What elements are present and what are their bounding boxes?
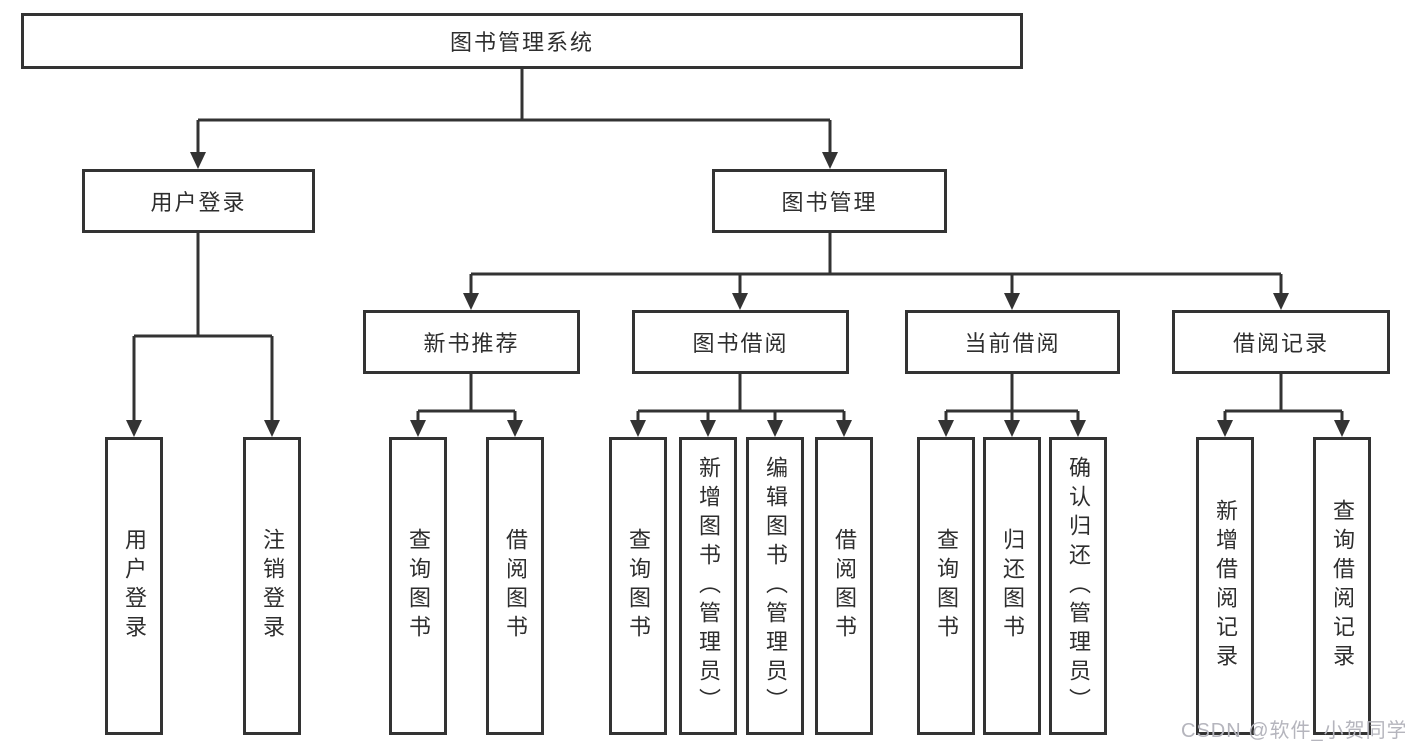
leaf-query-books-borrow: 查询图书 (609, 437, 667, 735)
leaf-label: 查询图书 (626, 528, 651, 644)
leaf-label: 查询图书 (406, 528, 431, 644)
leaf-label: 归还图书 (1000, 528, 1025, 644)
arrowheads (126, 152, 1350, 437)
arrowhead (1070, 420, 1086, 437)
watermark: CSDN @软件_小贺同学 (1181, 720, 1405, 742)
node-current-borrow: 当前借阅 (905, 310, 1120, 374)
arrowhead (938, 420, 954, 437)
leaf-confirm-return-admin: 确认归还（管理员） (1049, 437, 1107, 735)
leaf-label: 确认归还（管理员） (1066, 455, 1091, 717)
arrowhead (190, 152, 206, 169)
leaf-borrow-books-newbooks: 借阅图书 (486, 437, 544, 735)
arrowhead (1217, 420, 1233, 437)
leaf-label: 用户登录 (122, 528, 147, 644)
arrowhead (822, 152, 838, 169)
arrowhead (732, 293, 748, 310)
leaf-label: 查询图书 (934, 528, 959, 644)
arrowhead (1004, 293, 1020, 310)
leaf-add-books-admin: 新增图书（管理员） (679, 437, 737, 735)
leaf-add-borrow-record: 新增借阅记录 (1196, 437, 1254, 735)
leaf-logout: 注销登录 (243, 437, 301, 735)
node-borrow-records-label: 借阅记录 (1232, 331, 1329, 356)
leaf-label: 查询借阅记录 (1330, 499, 1355, 673)
leaf-query-borrow-record: 查询借阅记录 (1313, 437, 1371, 735)
connector-current-borrow-children (944, 374, 1080, 423)
arrowhead (1004, 420, 1020, 437)
node-new-books-label: 新书推荐 (423, 331, 520, 356)
leaf-query-books-current: 查询图书 (917, 437, 975, 735)
leaf-edit-books-admin: 编辑图书（管理员） (746, 437, 804, 735)
leaf-borrow-books-borrow: 借阅图书 (815, 437, 873, 735)
leaf-label: 借阅图书 (832, 528, 857, 644)
arrowhead (767, 420, 783, 437)
arrowhead (264, 420, 280, 437)
leaf-label: 编辑图书（管理员） (763, 455, 788, 717)
connector-book-borrow-children (636, 374, 846, 423)
node-root: 图书管理系统 (21, 13, 1023, 69)
leaf-return-books: 归还图书 (983, 437, 1041, 735)
arrowhead (1334, 420, 1350, 437)
node-borrow-records: 借阅记录 (1172, 310, 1390, 374)
arrowhead (700, 420, 716, 437)
arrowhead (630, 420, 646, 437)
connector-user-login-children (132, 233, 274, 423)
leaf-label: 新增借阅记录 (1213, 499, 1238, 673)
node-user-login-label: 用户登录 (150, 190, 247, 215)
node-book-borrow: 图书借阅 (632, 310, 849, 374)
node-new-books: 新书推荐 (363, 310, 580, 374)
leaf-label: 注销登录 (260, 528, 285, 644)
node-root-label: 图书管理系统 (449, 30, 594, 55)
leaf-label: 新增图书（管理员） (696, 455, 721, 717)
node-book-mgmt-label: 图书管理 (781, 190, 878, 215)
arrowhead (463, 293, 479, 310)
connector-root-to-level2 (196, 69, 832, 155)
node-user-login: 用户登录 (82, 169, 315, 233)
leaf-label: 借阅图书 (503, 528, 528, 644)
arrowhead (836, 420, 852, 437)
arrowhead (1273, 293, 1289, 310)
arrowhead (410, 420, 426, 437)
arrowhead (507, 420, 523, 437)
leaf-query-books-newbooks: 查询图书 (389, 437, 447, 735)
node-book-mgmt: 图书管理 (712, 169, 947, 233)
leaf-user-login: 用户登录 (105, 437, 163, 735)
connector-borrow-records-children (1223, 374, 1344, 423)
connector-new-books-children (416, 374, 517, 423)
node-current-borrow-label: 当前借阅 (964, 331, 1061, 356)
arrowhead (126, 420, 142, 437)
node-book-borrow-label: 图书借阅 (692, 331, 789, 356)
connector-book-mgmt-children (469, 233, 1283, 296)
